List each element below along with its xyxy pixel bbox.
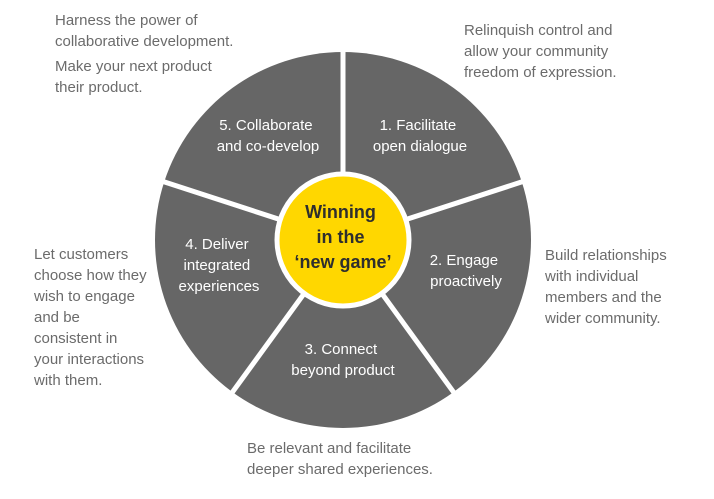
hub-label: Winning in the ‘new game’	[294, 202, 391, 272]
segment-5-label: 5. Collaborate and co-develop	[217, 117, 320, 155]
hub-label-line-1: Winning	[305, 202, 376, 222]
segment-1-label: 1. Facilitate open dialogue	[373, 117, 467, 155]
segment-3	[232, 240, 454, 428]
note-segment-1: Relinquish control and allow your commun…	[464, 22, 617, 81]
segment-3-label: 3. Connect beyond product	[291, 341, 395, 379]
note-segment-4: Let customers choose how they wish to en…	[34, 246, 147, 389]
note-segment-5-part-1: Harness the power of collaborative devel…	[55, 12, 234, 50]
hub-label-line-3: ‘new game’	[294, 252, 391, 272]
note-segment-2: Build relationships with individual memb…	[545, 247, 667, 327]
segment-4-label: 4. Deliver integrated experiences	[179, 236, 260, 295]
note-segment-5-part-2: Make your next product their product.	[55, 58, 212, 96]
center-hub	[274, 171, 412, 309]
note-segment-3: Be relevant and facilitate deeper shared…	[247, 440, 433, 478]
hub-label-line-2: in the	[316, 227, 364, 247]
segment-2-label: 2. Engage proactively	[430, 252, 503, 290]
